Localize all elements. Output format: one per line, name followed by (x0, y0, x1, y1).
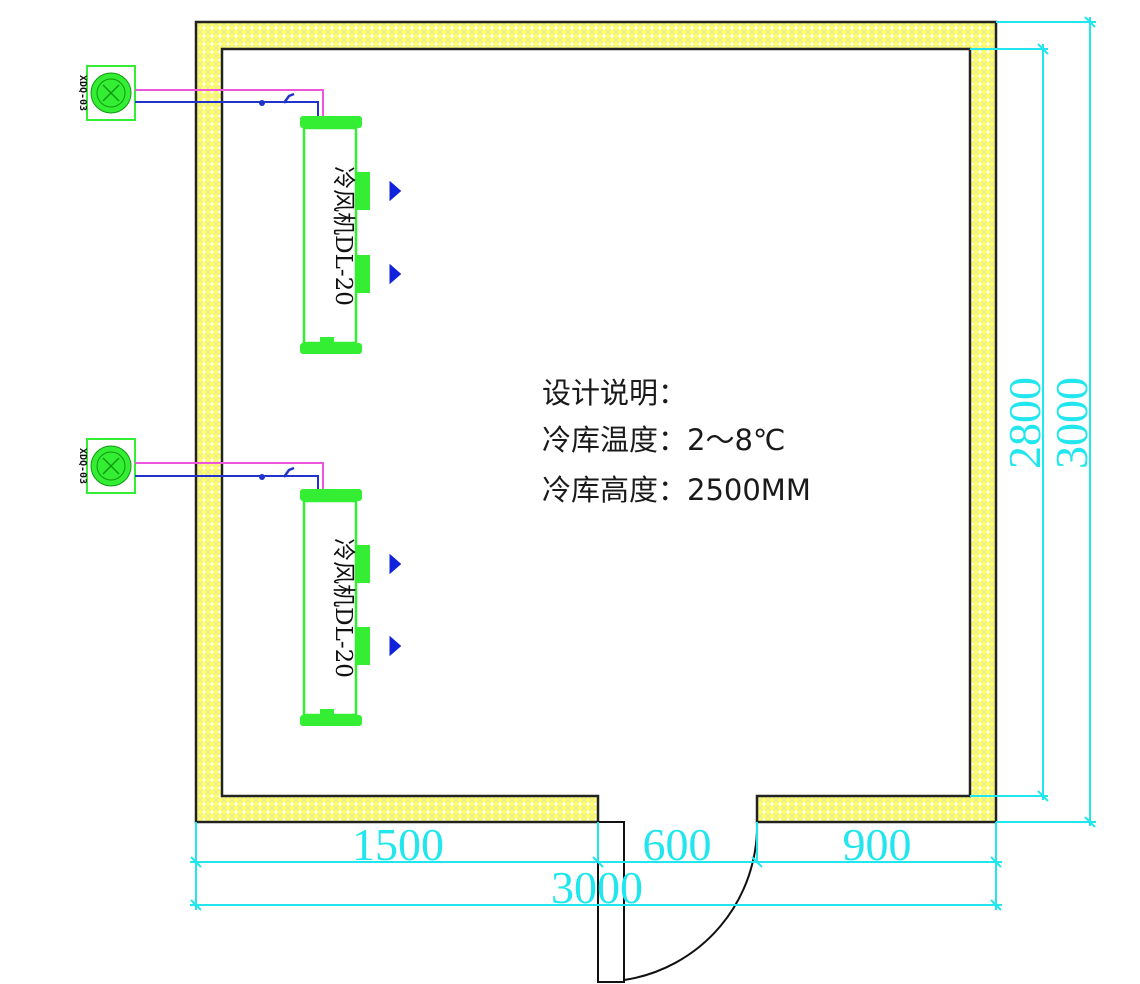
airflow-icon (389, 553, 402, 657)
evaporator-1[interactable]: 冷风机DL-20 (300, 116, 402, 354)
fan-icon (102, 84, 120, 102)
notes-temperature: 冷库温度：2～8℃ (542, 423, 785, 457)
filter-icon (259, 474, 265, 480)
condensing-unit-label: XDQ-03 (77, 448, 88, 484)
airflow-icon (389, 180, 402, 285)
dim-bottom-600: 600 (643, 819, 712, 870)
suction-line (135, 462, 324, 489)
notes-heading: 设计说明： (542, 376, 687, 410)
valve-icon (282, 92, 295, 104)
refrigeration-set-2: XDQ-03 冷风机DL-20 (77, 438, 402, 726)
dimensions (190, 16, 1096, 911)
door-swing-arc (623, 821, 759, 981)
dim-bottom-total: 3000 (551, 862, 643, 913)
condensing-unit-1[interactable]: XDQ-03 (77, 65, 136, 121)
notes-height: 冷库高度：2500MM (542, 473, 811, 507)
condensing-unit-2[interactable]: XDQ-03 (77, 438, 136, 494)
door[interactable] (597, 821, 759, 983)
refrigeration-set-1: XDQ-03 冷风机DL-20 (77, 65, 402, 354)
evaporator-2[interactable]: 冷风机DL-20 (300, 489, 402, 726)
dim-right-total: 3000 (1046, 377, 1097, 469)
valve-icon (282, 466, 295, 478)
door-leaf (597, 821, 625, 983)
filter-icon (259, 100, 265, 106)
dim-bottom-1500: 1500 (352, 819, 444, 870)
design-notes: 设计说明： 冷库温度：2～8℃ 冷库高度：2500MM (542, 376, 811, 507)
dim-right-inner: 2800 (999, 377, 1050, 469)
evaporator-label: 冷风机DL-20 (330, 538, 356, 678)
suction-line (135, 89, 324, 116)
dim-bottom-900: 900 (843, 819, 912, 870)
evaporator-label: 冷风机DL-20 (330, 166, 356, 306)
liquid-line (135, 101, 319, 116)
liquid-line (135, 475, 319, 489)
fan-icon (102, 457, 120, 475)
condensing-unit-label: XDQ-03 (77, 75, 88, 111)
